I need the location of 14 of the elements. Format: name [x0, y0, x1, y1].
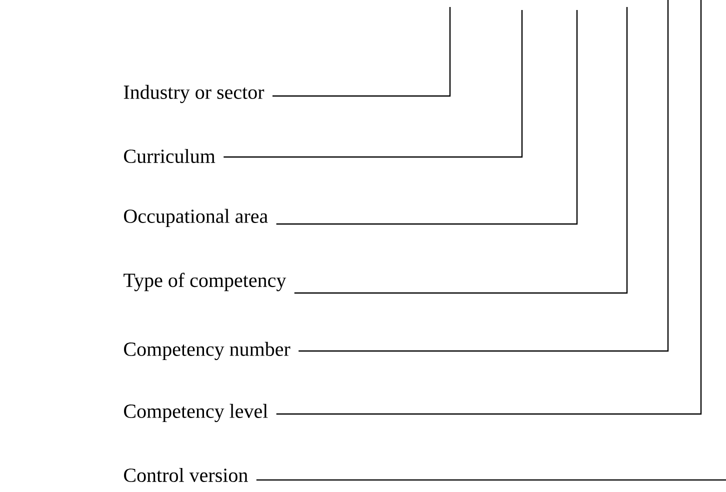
- leader-line: [256, 479, 726, 481]
- label-text: Type of competency: [124, 272, 286, 292]
- label-text: Competency number: [124, 342, 290, 360]
- label-text: Occupational area: [124, 208, 268, 228]
- label-text: Industry or sector: [124, 84, 264, 104]
- label-text: Control version: [124, 468, 248, 482]
- label-text: Competency level: [124, 404, 268, 422]
- leader-line: [224, 10, 523, 158]
- label-text: Curriculum: [124, 148, 216, 164]
- leader-line: [276, 0, 702, 415]
- leader-line: [298, 0, 669, 352]
- leader-line: [272, 7, 451, 97]
- leader-line: [276, 10, 578, 225]
- leader-line: [294, 7, 628, 294]
